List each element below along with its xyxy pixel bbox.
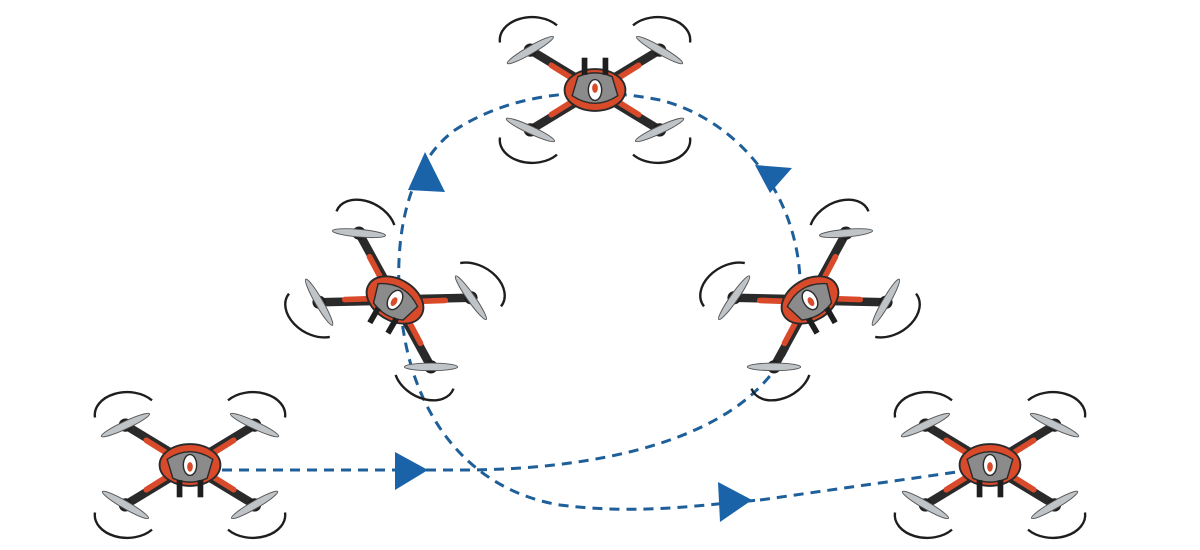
- quadcopter-drone-icon: [500, 17, 690, 163]
- quadcopter-drone-icon: [95, 392, 285, 538]
- triangle-arrow-icon: [408, 152, 445, 192]
- triangle-arrow-icon: [395, 452, 428, 490]
- flight-path-exit: [759, 466, 986, 502]
- triangle-arrow-icon: [718, 482, 752, 522]
- quadcopter-drone-icon: [276, 189, 514, 410]
- triangle-arrow-icon: [755, 165, 792, 193]
- quadcopter-drone-icon: [895, 392, 1085, 538]
- quadcopter-drone-icon: [691, 189, 929, 410]
